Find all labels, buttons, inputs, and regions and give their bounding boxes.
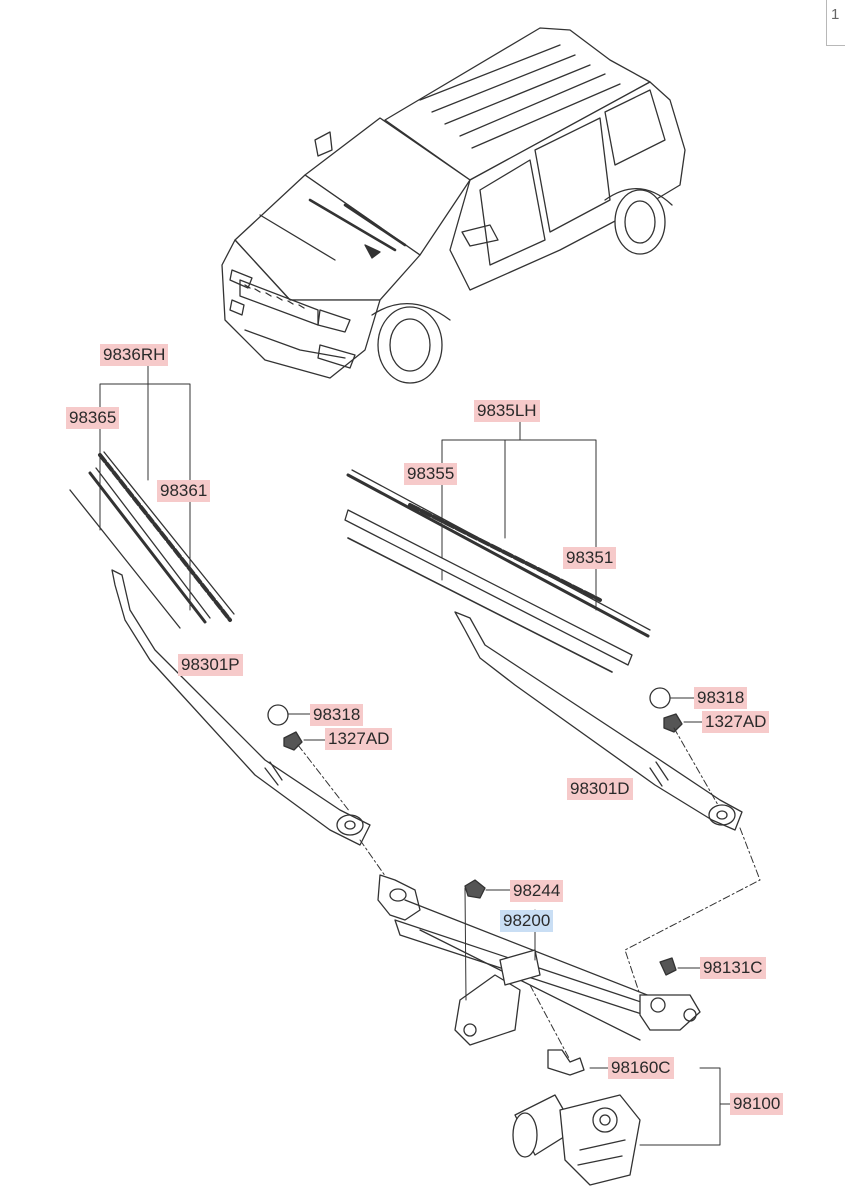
callout-98200[interactable]: 98200 [500,910,554,932]
callout-98244[interactable]: 98244 [510,880,564,902]
callout-98131C[interactable]: 98131C [700,957,766,979]
vehicle-illustration [221,27,686,384]
right-wiper-arm [454,611,761,996]
callout-98318-right[interactable]: 98318 [694,687,748,709]
left-wiper-arm [111,569,396,891]
callout-98318-left[interactable]: 98318 [310,704,364,726]
callout-98301P[interactable]: 98301P [178,654,243,676]
wiper-linkage [377,874,701,1061]
callout-98361[interactable]: 98361 [157,480,211,502]
callout-1327AD-left[interactable]: 1327AD [325,728,393,750]
callout-98301D[interactable]: 98301D [567,778,633,800]
callout-98351[interactable]: 98351 [563,547,617,569]
left-wiper-blade-assembly [69,365,235,629]
page-corner-number: 1 [831,6,840,23]
callout-98160C[interactable]: 98160C [608,1057,674,1079]
callout-9835LH[interactable]: 9835LH [474,400,540,422]
callout-98365[interactable]: 98365 [66,407,120,429]
callout-98355[interactable]: 98355 [404,463,458,485]
callout-9836RH[interactable]: 9836RH [100,344,169,366]
page-corner-tab: 1 [826,0,845,46]
wiper-motor [512,1049,731,1186]
callout-98100[interactable]: 98100 [730,1093,784,1115]
callout-1327AD-right[interactable]: 1327AD [702,711,770,733]
right-wiper-blade-assembly [344,421,651,673]
